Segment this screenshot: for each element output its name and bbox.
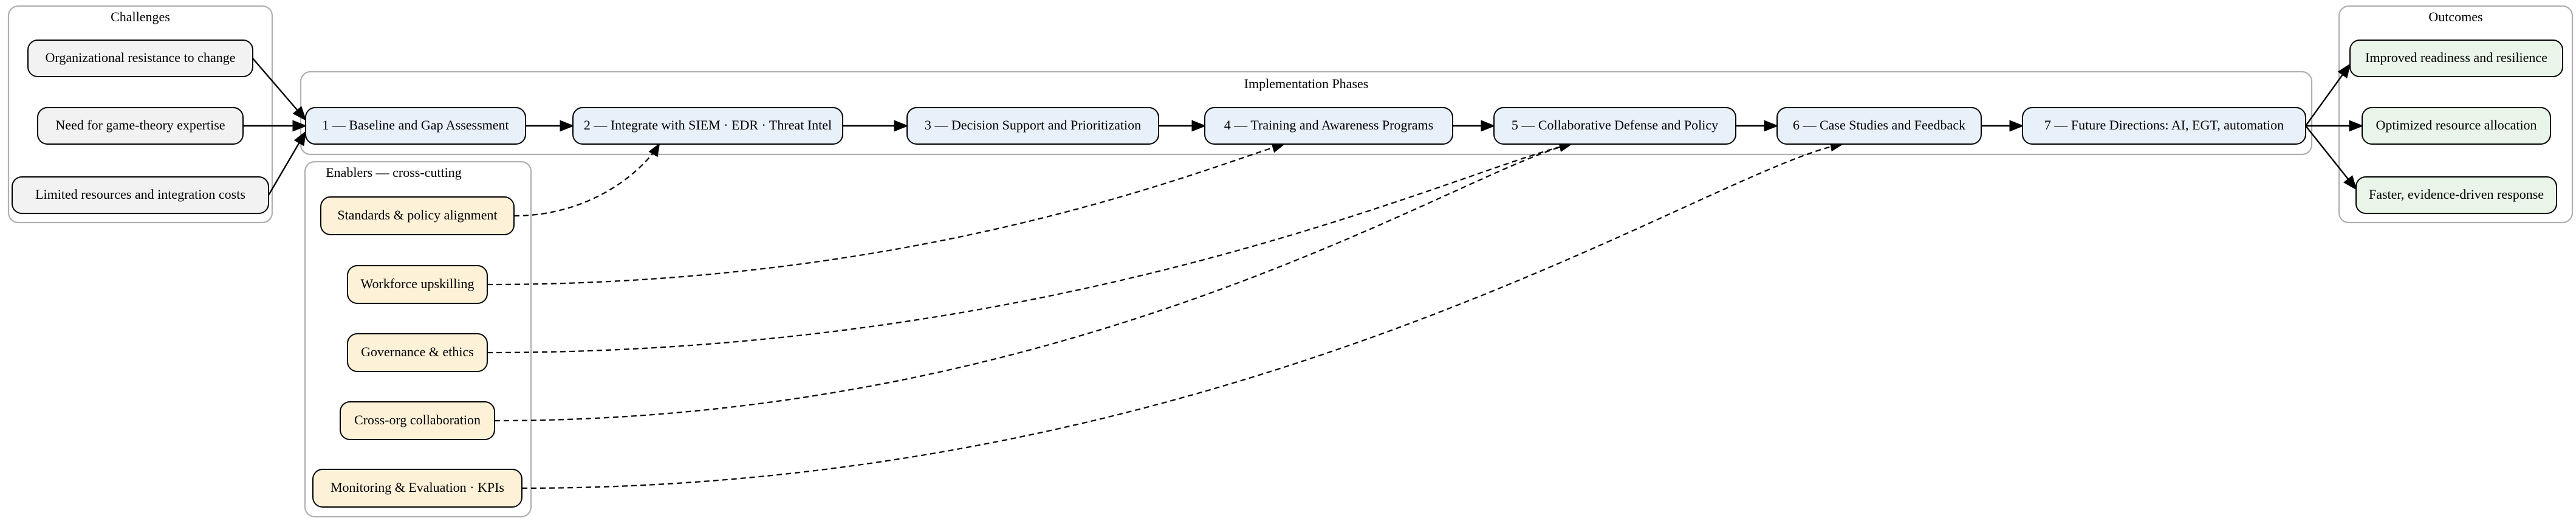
- enabler-node: Workforce upskilling: [347, 265, 488, 304]
- phase-label: 5 — Collaborative Defense and Policy: [1512, 117, 1718, 133]
- cluster-challenges: Challenges: [7, 5, 273, 224]
- dashed-edge-enabler-1-to-phase-3: [487, 142, 1286, 286]
- cluster-challenges-label: Challenges: [111, 9, 170, 24]
- cluster-outcomes-label: Outcomes: [2428, 9, 2482, 24]
- phase-label: 6 — Case Studies and Feedback: [1793, 117, 1965, 133]
- cluster-phases-label: Implementation Phases: [1244, 76, 1369, 91]
- challenge-label: Need for game-theory expertise: [55, 117, 225, 133]
- cluster-outcomes: Outcomes: [2338, 5, 2574, 224]
- edge-challenge-0-to-phase-0: [252, 58, 307, 121]
- phase-node: 6 — Case Studies and Feedback: [1776, 107, 1982, 145]
- challenge-node: Limited resources and integration costs: [12, 176, 269, 214]
- outcome-node: Improved readiness and resilience: [2349, 40, 2563, 77]
- edge-phase-6-to-outcome-2: [2305, 125, 2357, 190]
- dashed-edge-enabler-0-to-phase-1: [513, 143, 660, 217]
- challenge-node: Need for game-theory expertise: [37, 107, 244, 145]
- phase-node: 1 — Baseline and Gap Assessment: [305, 107, 526, 145]
- enabler-label: Monitoring & Evaluation · KPIs: [331, 480, 504, 495]
- phase-label: 2 — Integrate with SIEM · EDR · Threat I…: [584, 117, 832, 133]
- enabler-label: Governance & ethics: [361, 344, 474, 359]
- edge-phase-6-to-outcome-0: [2305, 63, 2351, 126]
- enabler-label: Cross-org collaboration: [354, 412, 481, 427]
- dashed-edge-enabler-4-to-phase-5: [521, 140, 1844, 489]
- phase-label: 3 — Decision Support and Prioritization: [925, 117, 1141, 133]
- outcome-label: Faster, evidence-driven response: [2369, 187, 2544, 202]
- enabler-node: Monitoring & Evaluation · KPIs: [312, 469, 522, 508]
- phase-label: 1 — Baseline and Gap Assessment: [322, 117, 509, 133]
- enabler-node: Standards & policy alignment: [320, 196, 515, 235]
- challenge-label: Limited resources and integration costs: [35, 187, 245, 202]
- enabler-node: Cross-org collaboration: [340, 401, 495, 440]
- phase-node: 5 — Collaborative Defense and Policy: [1493, 107, 1736, 145]
- challenge-node: Organizational resistance to change: [27, 40, 253, 77]
- edges-layer: [243, 58, 2364, 489]
- enabler-label: Workforce upskilling: [360, 276, 474, 291]
- phase-node: 4 — Training and Awareness Programs: [1204, 107, 1453, 145]
- phase-label: 7 — Future Directions: AI, EGT, automati…: [2044, 117, 2284, 133]
- outcome-node: Optimized resource allocation: [2362, 107, 2551, 145]
- phase-node: 2 — Integrate with SIEM · EDR · Threat I…: [572, 107, 843, 145]
- phase-node: 7 — Future Directions: AI, EGT, automati…: [2022, 107, 2306, 145]
- edge-challenge-2-to-phase-0: [267, 130, 307, 196]
- dashed-edge-enabler-2-to-phase-4: [487, 141, 1573, 354]
- dashed-edge-enabler-3-to-phase-4: [494, 141, 1573, 422]
- cluster-enablers-label: Enablers — cross-cutting: [326, 165, 462, 180]
- outcome-label: Optimized resource allocation: [2376, 117, 2537, 133]
- outcome-node: Faster, evidence-driven response: [2355, 176, 2557, 214]
- challenge-label: Organizational resistance to change: [46, 50, 236, 65]
- phase-node: 3 — Decision Support and Prioritization: [906, 107, 1159, 145]
- phase-label: 4 — Training and Awareness Programs: [1224, 117, 1433, 133]
- enabler-label: Standards & policy alignment: [337, 207, 497, 223]
- outcome-label: Improved readiness and resilience: [2365, 50, 2547, 65]
- enabler-node: Governance & ethics: [347, 333, 488, 372]
- cluster-enablers: Enablers — cross-cutting: [304, 160, 532, 518]
